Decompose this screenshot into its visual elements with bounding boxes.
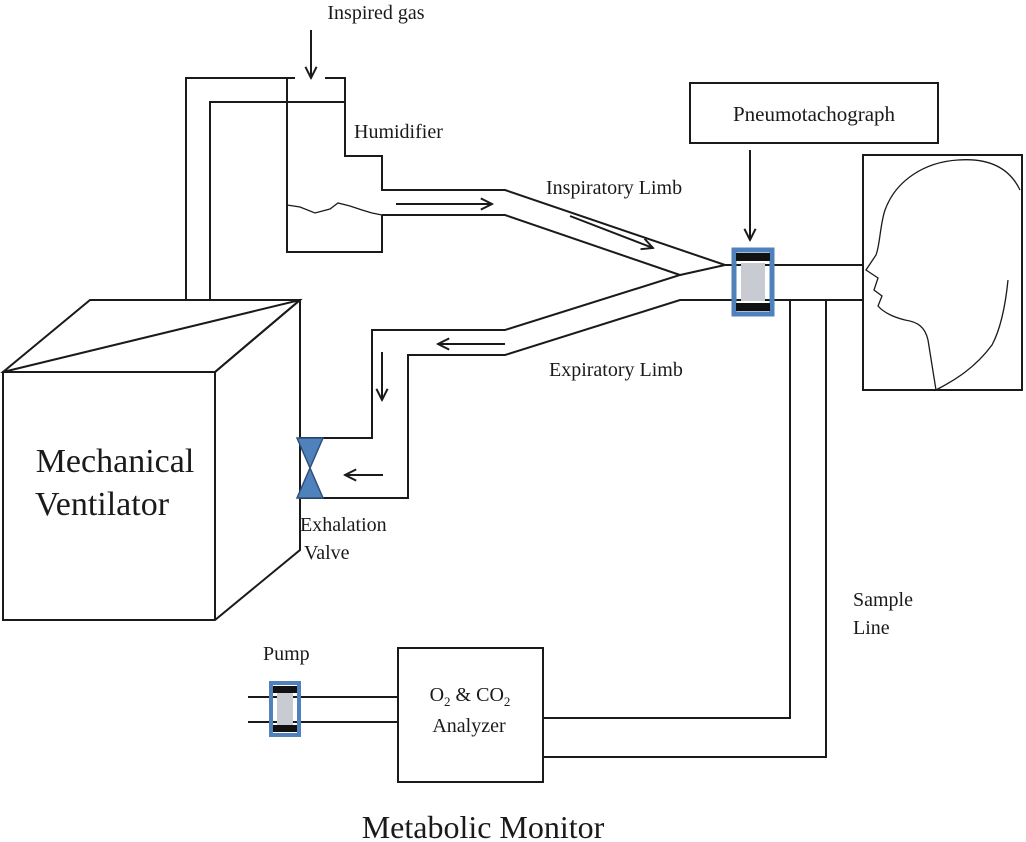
exhalation-valve-icon [295,437,325,499]
humidifier-chamber [286,78,684,439]
inspiratory-flow-arrow [569,215,653,248]
humidifier-label: Humidifier [354,121,443,143]
metabolic-monitor-label: Metabolic Monitor [362,809,605,842]
inspiratory-limb-label: Inspiratory Limb [546,177,682,199]
pneumotachograph-label-box [689,82,939,144]
mechanical-ventilator-box [0,298,303,621]
patient-head-icon [862,154,1023,391]
exhalation-valve-label-line2: Valve [304,542,350,564]
sample-line-label-line1: Sample [853,589,913,611]
expiratory-limb-label: Expiratory Limb [549,359,683,381]
inspiratory-supply-tube [185,77,770,300]
sample-line-tubes [543,300,827,758]
pump-icon [269,681,301,737]
analyzer-box [397,647,544,783]
analyzer-label-line1: O2 & CO2 [430,684,511,709]
ventilator-label-line1: Mechanical [36,443,195,480]
expiratory-limb-tube [300,264,726,499]
exhalation-valve-label-line1: Exhalation [300,514,387,536]
pneumotachograph-label: Pneumotachograph [733,102,896,126]
pump-label: Pump [263,643,310,665]
sample-line-label-line2: Line [853,617,890,639]
ventilator-label-line2: Ventilator [35,486,170,523]
inspired-gas-label: Inspired gas [327,2,424,24]
analyzer-label-line2: Analyzer [432,715,506,737]
pneumotachograph-sensor-icon [731,247,775,317]
